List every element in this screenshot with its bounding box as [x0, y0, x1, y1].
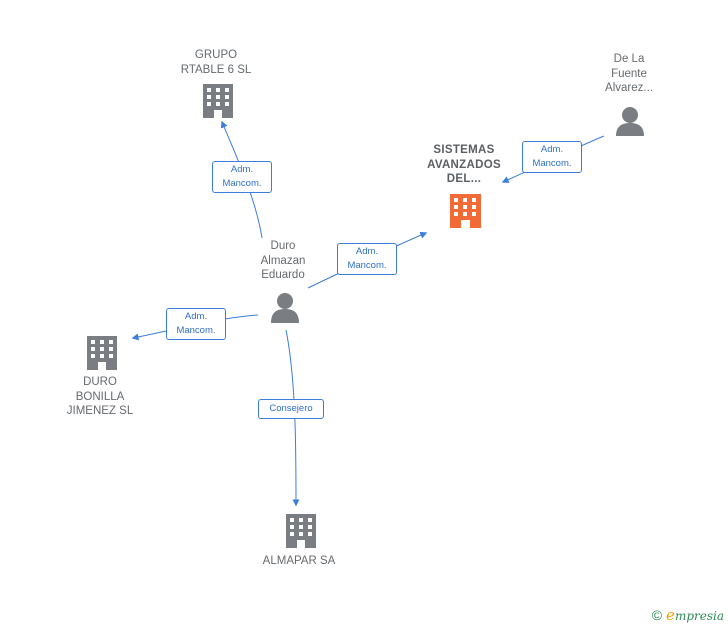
building-icon-focus[interactable] — [450, 194, 481, 228]
node-label-line: Fuente — [611, 67, 647, 80]
node-label-line: DEL... — [446, 173, 482, 185]
person-icon[interactable] — [616, 107, 644, 136]
node-label-almapar[interactable]: ALMAPAR SA — [263, 554, 336, 569]
edge-label-line: Adm. — [355, 246, 379, 257]
edge-label-consejero[interactable]: Consejero — [258, 399, 324, 419]
node-label-duro-bonilla[interactable]: DURO BONILLA JIMENEZ SL — [67, 375, 133, 419]
node-label-line: Alvarez... — [605, 82, 653, 94]
node-label-line: Eduardo — [261, 269, 305, 281]
node-label-line: RTABLE 6 SL — [180, 63, 252, 76]
node-label-line: GRUPO — [194, 49, 238, 61]
node-label-duro-almazan[interactable]: Duro Almazan Eduardo — [261, 239, 306, 283]
edge-label-line: Mancom. — [222, 178, 262, 189]
edge-label-adm-mancom[interactable]: Adm. Mancom. — [212, 161, 272, 193]
node-label-line: AVANZADOS — [427, 158, 501, 171]
edge-label-adm-mancom[interactable]: Adm. Mancom. — [166, 308, 226, 340]
node-label-sistemas[interactable]: SISTEMAS AVANZADOS DEL... — [427, 143, 501, 187]
node-label-line: Almazan — [260, 254, 306, 267]
person-icon[interactable] — [271, 293, 299, 323]
building-icon[interactable] — [87, 336, 117, 370]
edge-label-line: Adm. — [540, 144, 564, 155]
footer-brand: © empresia — [652, 606, 724, 624]
edge-label-line: Mancom. — [176, 325, 216, 336]
node-label-line: JIMENEZ SL — [66, 405, 134, 417]
building-icon[interactable] — [203, 84, 233, 118]
edge-label-adm-mancom[interactable]: Adm. Mancom. — [337, 243, 397, 275]
node-label-line: ALMAPAR SA — [262, 555, 336, 567]
brand-logo[interactable]: empresia — [666, 606, 724, 624]
node-label-grupo[interactable]: GRUPO RTABLE 6 SL — [181, 48, 252, 77]
node-label-line: SISTEMAS — [433, 144, 495, 156]
edge-label-line: Adm. — [184, 311, 208, 322]
edge-label-line: Consejero — [269, 403, 313, 414]
edge-label-line: Mancom. — [347, 260, 387, 271]
brand-name: mpresia — [674, 609, 724, 623]
edge-label-adm-mancom[interactable]: Adm. Mancom. — [522, 141, 582, 173]
edge-label-line: Adm. — [230, 164, 254, 175]
node-label-delafuente[interactable]: De La Fuente Alvarez... — [605, 52, 653, 96]
node-label-line: BONILLA — [75, 390, 125, 403]
node-label-line: DURO — [83, 376, 117, 388]
edge-label-line: Mancom. — [532, 158, 572, 169]
copyright-icon: © — [651, 607, 663, 623]
brand-initial: e — [666, 606, 675, 624]
node-label-line: Duro — [270, 240, 296, 252]
building-icon[interactable] — [286, 514, 316, 548]
node-label-line: De La — [613, 53, 645, 65]
